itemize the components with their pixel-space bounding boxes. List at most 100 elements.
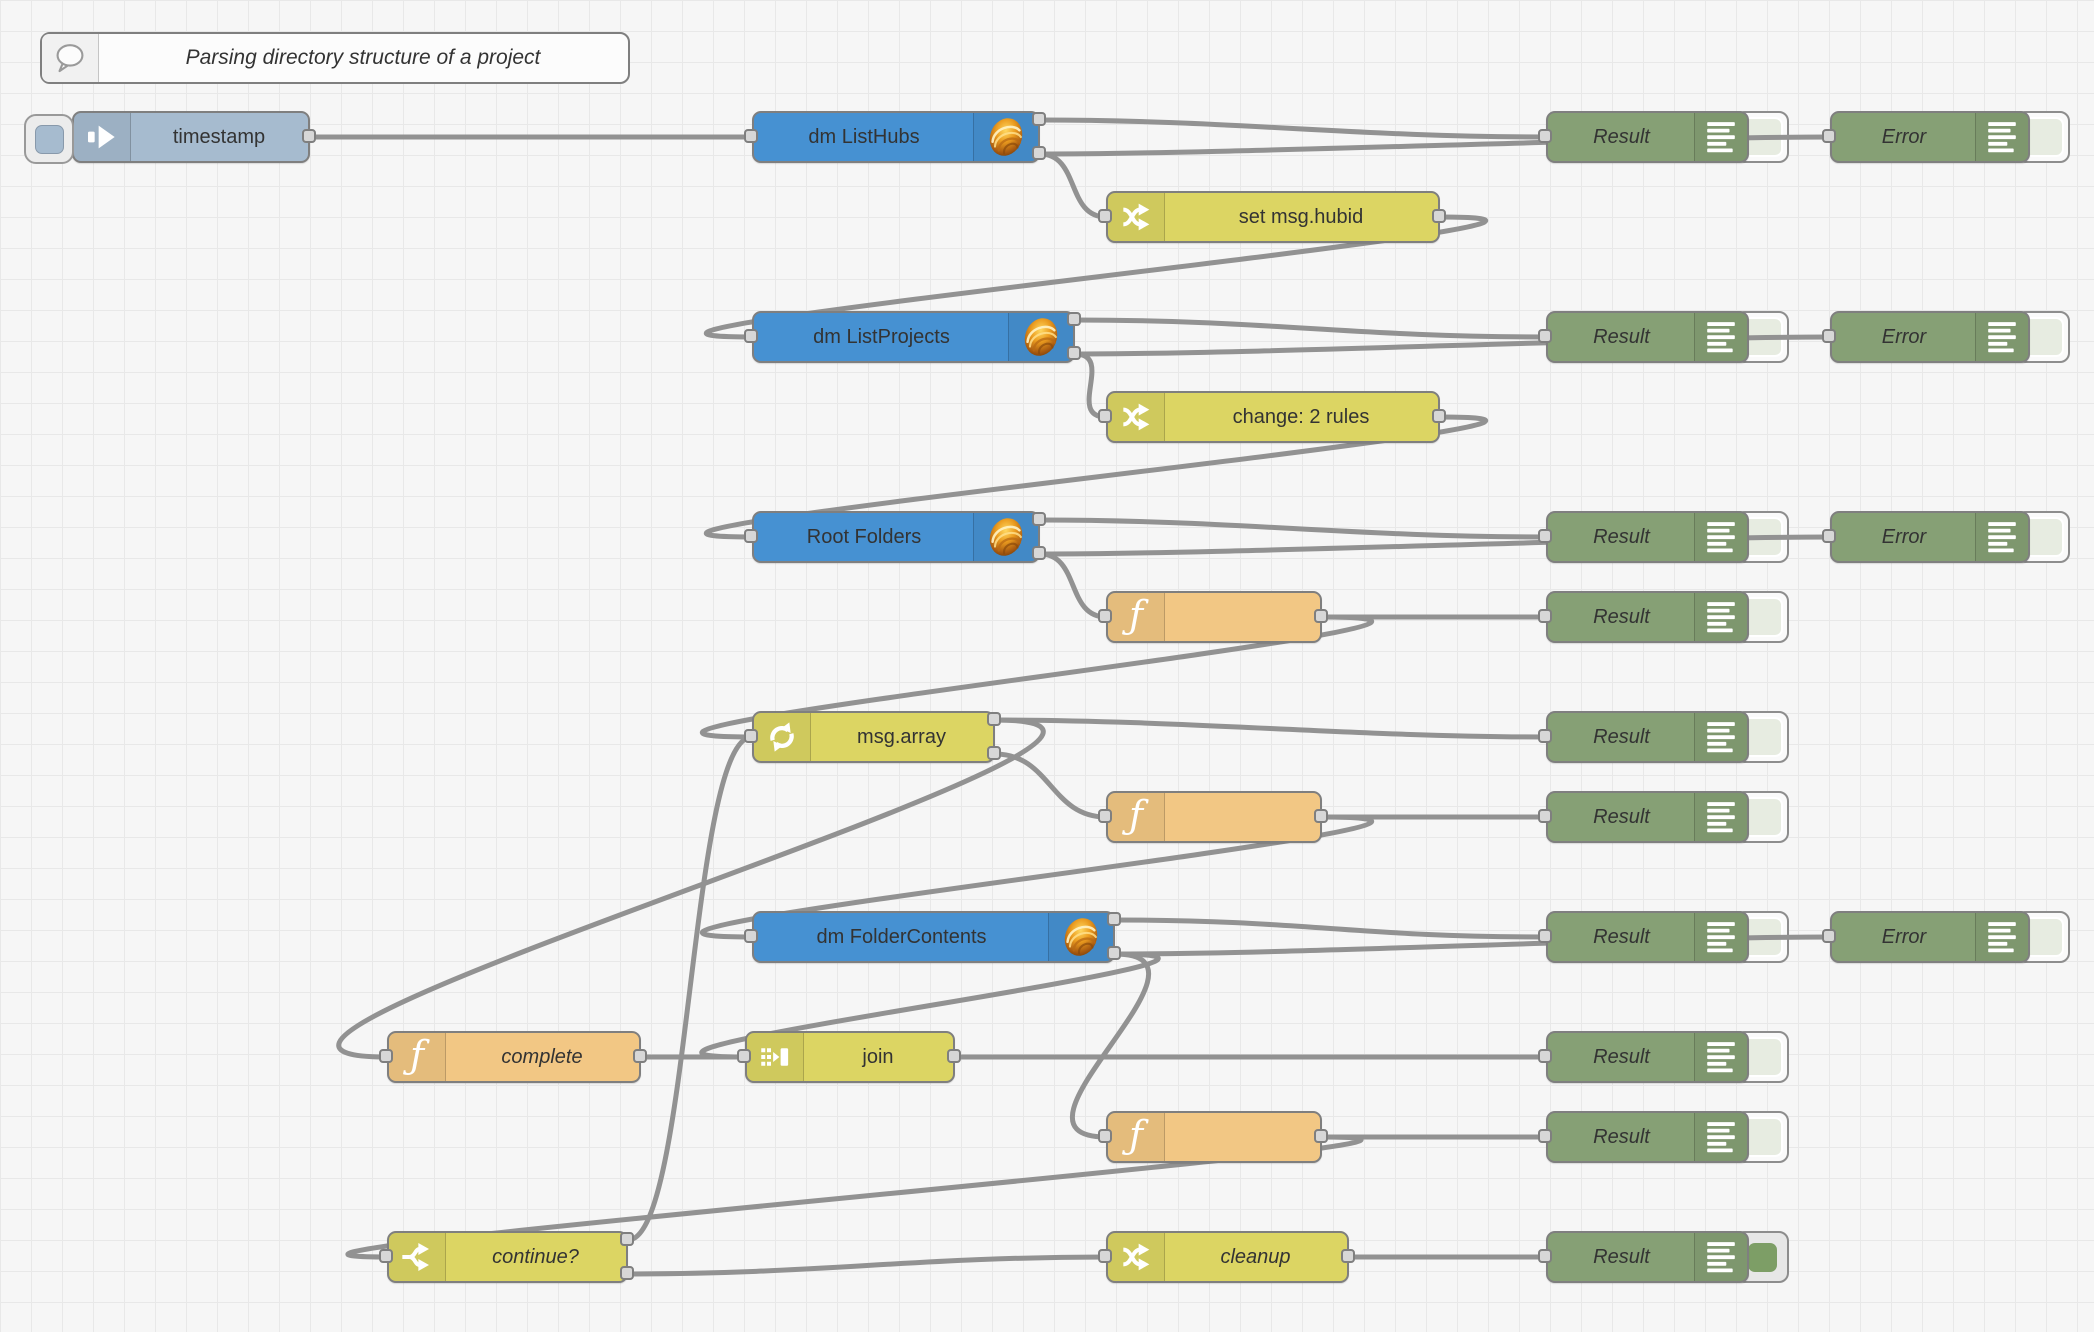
input-port[interactable] — [1538, 1049, 1552, 1063]
input-port[interactable] — [1538, 329, 1552, 343]
input-port[interactable] — [744, 529, 758, 543]
node-msg-array[interactable]: msg.array — [752, 711, 995, 763]
node-dm-foldercontents[interactable]: dm FolderContents — [752, 911, 1115, 963]
output-port[interactable] — [1341, 1249, 1355, 1263]
node-result[interactable]: Result — [1546, 1231, 1749, 1283]
input-port[interactable] — [1822, 129, 1836, 143]
node-error[interactable]: Error — [1830, 111, 2030, 163]
node-dm-listhubs[interactable]: dm ListHubs — [752, 111, 1040, 163]
wire[interactable] — [704, 414, 1488, 540]
output-port[interactable] — [1432, 209, 1446, 223]
input-port[interactable] — [379, 1049, 393, 1063]
wire[interactable] — [704, 214, 1488, 340]
wire[interactable] — [1072, 351, 1109, 420]
output-port[interactable] — [1107, 946, 1121, 960]
input-port[interactable] — [1538, 529, 1552, 543]
input-port[interactable] — [1538, 609, 1552, 623]
input-port[interactable] — [744, 129, 758, 143]
input-port[interactable] — [1822, 329, 1836, 343]
wire[interactable] — [699, 614, 1375, 740]
output-port[interactable] — [947, 1049, 961, 1063]
node-error[interactable]: Error — [1830, 511, 2030, 563]
node-result[interactable]: Result — [1546, 1031, 1749, 1083]
output-port[interactable] — [1067, 312, 1081, 326]
node-error[interactable]: Error — [1830, 911, 2030, 963]
node-result[interactable]: Result — [1546, 911, 1749, 963]
output-port[interactable] — [1314, 609, 1328, 623]
node-result[interactable]: Result — [1546, 1111, 1749, 1163]
input-port[interactable] — [1538, 729, 1552, 743]
output-port[interactable] — [302, 129, 316, 143]
wire[interactable] — [699, 951, 1161, 1060]
wire[interactable] — [1072, 317, 1549, 340]
node-root-folders[interactable]: Root Folders — [752, 511, 1040, 563]
wire[interactable] — [992, 717, 1549, 740]
node-timestamp[interactable]: timestamp — [24, 111, 310, 164]
node-result[interactable]: Result — [1546, 711, 1749, 763]
output-port[interactable] — [1432, 409, 1446, 423]
node-change-2-rules[interactable]: change: 2 rules — [1106, 391, 1440, 443]
wire[interactable] — [1037, 517, 1549, 540]
node-continue[interactable]: continue? — [387, 1231, 628, 1283]
input-port[interactable] — [1822, 929, 1836, 943]
input-port[interactable] — [1098, 609, 1112, 623]
wire[interactable] — [1112, 917, 1549, 940]
input-port[interactable] — [1538, 129, 1552, 143]
output-port[interactable] — [1314, 1129, 1328, 1143]
node-function[interactable]: ƒ — [1106, 591, 1322, 643]
node-result[interactable]: Result — [1546, 511, 1749, 563]
output-port[interactable] — [620, 1266, 634, 1280]
wire[interactable] — [1037, 151, 1109, 220]
input-port[interactable] — [1098, 409, 1112, 423]
node-label: dm ListProjects — [813, 325, 950, 348]
input-port[interactable] — [1098, 1129, 1112, 1143]
node-result[interactable]: Result — [1546, 111, 1749, 163]
output-port[interactable] — [1032, 146, 1046, 160]
input-port[interactable] — [744, 329, 758, 343]
input-port[interactable] — [1538, 809, 1552, 823]
output-port[interactable] — [1314, 809, 1328, 823]
node-error[interactable]: Error — [1830, 311, 2030, 363]
input-port[interactable] — [1098, 1249, 1112, 1263]
output-port[interactable] — [633, 1049, 647, 1063]
output-port[interactable] — [1107, 912, 1121, 926]
wire[interactable] — [1069, 951, 1152, 1140]
output-port[interactable] — [987, 712, 1001, 726]
node-function[interactable]: ƒ — [1106, 791, 1322, 843]
node-cleanup[interactable]: cleanup — [1106, 1231, 1349, 1283]
input-port[interactable] — [744, 729, 758, 743]
input-port[interactable] — [1822, 529, 1836, 543]
wire[interactable] — [336, 717, 1046, 1060]
node-result[interactable]: Result — [1546, 311, 1749, 363]
wire[interactable] — [345, 1134, 1364, 1260]
inject-button[interactable] — [24, 114, 74, 164]
wire[interactable] — [1037, 117, 1549, 140]
input-port[interactable] — [744, 929, 758, 943]
node-comment[interactable]: Parsing directory structure of a project — [40, 32, 630, 84]
input-port[interactable] — [737, 1049, 751, 1063]
function-icon: ƒ — [1108, 593, 1165, 641]
input-port[interactable] — [1538, 929, 1552, 943]
input-port[interactable] — [1538, 1129, 1552, 1143]
output-port[interactable] — [1067, 346, 1081, 360]
wire[interactable] — [1037, 551, 1109, 620]
input-port[interactable] — [1538, 1249, 1552, 1263]
node-dm-listprojects[interactable]: dm ListProjects — [752, 311, 1075, 363]
output-port[interactable] — [1032, 112, 1046, 126]
node-result[interactable]: Result — [1546, 591, 1749, 643]
output-port[interactable] — [1032, 512, 1046, 526]
input-port[interactable] — [1098, 209, 1112, 223]
node-set-msg-hubid[interactable]: set msg.hubid — [1106, 191, 1440, 243]
output-port[interactable] — [620, 1232, 634, 1246]
wire[interactable] — [699, 814, 1375, 940]
output-port[interactable] — [1032, 546, 1046, 560]
wire[interactable] — [625, 734, 755, 1243]
node-result[interactable]: Result — [1546, 791, 1749, 843]
output-port[interactable] — [987, 746, 1001, 760]
input-port[interactable] — [379, 1249, 393, 1263]
wire[interactable] — [992, 751, 1109, 820]
input-port[interactable] — [1098, 809, 1112, 823]
wire[interactable] — [625, 1254, 1109, 1277]
node-join[interactable]: join — [745, 1031, 955, 1083]
